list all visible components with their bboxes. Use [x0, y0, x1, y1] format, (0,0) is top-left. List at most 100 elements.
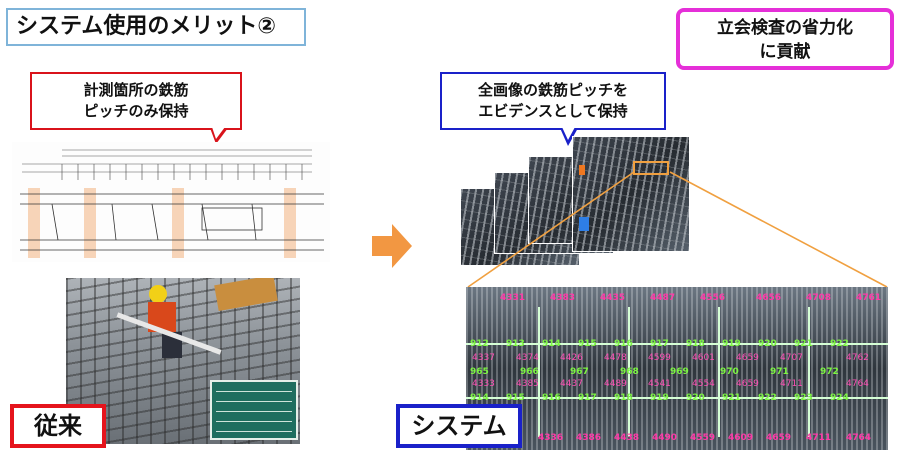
- rebar-drawing-svg: [20, 149, 324, 258]
- pitch-value: 914: [470, 393, 489, 403]
- conventional-callout: 計測箇所の鉄筋 ピッチのみ保持: [30, 72, 242, 130]
- pitch-value: 915: [578, 339, 597, 349]
- callout-tail-inner: [562, 127, 575, 140]
- pitch-id: 4374: [516, 353, 539, 363]
- system-label: システム: [396, 404, 522, 448]
- rebar-drawing: [12, 142, 330, 262]
- pitch-id: 4559: [690, 433, 716, 443]
- inspection-savings-badge: 立会検査の省力化 に貢献: [676, 8, 894, 70]
- pitch-value: 920: [758, 339, 777, 349]
- pitch-id: 4761: [856, 293, 882, 303]
- pitch-value: 915: [506, 393, 525, 403]
- pitch-id: 4656: [756, 293, 782, 303]
- pitch-value: 916: [542, 393, 561, 403]
- pitch-value: 924: [830, 393, 849, 403]
- pitch-value: 917: [578, 393, 597, 403]
- pitch-value: 971: [770, 367, 789, 377]
- zoom-selection-box: [633, 161, 669, 175]
- measure-line: [718, 307, 720, 437]
- worker-marker: [579, 217, 589, 231]
- highlight-band: [28, 188, 40, 258]
- rebar-texture: [466, 287, 888, 450]
- pitch-value: 967: [570, 367, 589, 377]
- pitch-value: 922: [758, 393, 777, 403]
- measure-line: [808, 307, 810, 437]
- pitch-value: 922: [830, 339, 849, 349]
- marker: [579, 165, 585, 175]
- pitch-value: 914: [542, 339, 561, 349]
- pitch-id: 4659: [736, 353, 759, 363]
- badge-line-1: 立会検査の省力化: [717, 18, 853, 38]
- pitch-value: 918: [686, 339, 705, 349]
- highlight-band: [284, 188, 296, 258]
- pitch-id: 4711: [806, 433, 832, 443]
- pitch-id: 4762: [846, 353, 869, 363]
- pitch-id: 4385: [516, 379, 539, 389]
- pitch-value: 912: [470, 339, 489, 349]
- pitch-id: 4554: [692, 379, 715, 389]
- stack-image-front: [572, 136, 690, 252]
- pitch-id: 4708: [806, 293, 832, 303]
- pitch-value: 965: [470, 367, 489, 377]
- pitch-id: 4331: [500, 293, 526, 303]
- measure-line: [466, 397, 888, 399]
- pitch-value: 968: [620, 367, 639, 377]
- pitch-id: 4599: [648, 353, 671, 363]
- pitch-id: 4333: [472, 379, 495, 389]
- measure-line: [538, 307, 540, 437]
- system-callout: 全画像の鉄筋ピッチを エビデンスとして保持: [440, 72, 666, 130]
- pitch-id: 4426: [560, 353, 583, 363]
- arrow-right-icon: [372, 224, 412, 268]
- pitch-id: 4609: [728, 433, 754, 443]
- conventional-callout-line-1: 計測箇所の鉄筋: [83, 81, 189, 99]
- pitch-value: 966: [520, 367, 539, 377]
- pitch-value: 923: [794, 393, 813, 403]
- conventional-callout-line-2: ピッチのみ保持: [83, 102, 189, 120]
- conventional-label: 従来: [10, 404, 106, 448]
- highlight-band: [84, 188, 96, 258]
- worker-figure: [116, 278, 278, 358]
- pitch-id: 4711: [780, 379, 803, 389]
- pitch-id: 4556: [700, 293, 726, 303]
- pitch-id: 4489: [604, 379, 627, 389]
- pitch-id: 4435: [600, 293, 626, 303]
- pitch-id: 4383: [550, 293, 576, 303]
- pitch-value: 920: [686, 393, 705, 403]
- measure-line: [628, 307, 630, 437]
- measure-line: [466, 343, 888, 345]
- system-callout-line-1: 全画像の鉄筋ピッチを: [477, 81, 628, 99]
- system-callout-line-2: エビデンスとして保持: [478, 102, 628, 120]
- pitch-id: 4337: [472, 353, 495, 363]
- pitch-id: 4764: [846, 379, 869, 389]
- pitch-value: 921: [722, 393, 741, 403]
- pitch-value: 972: [820, 367, 839, 377]
- pitch-id: 4601: [692, 353, 715, 363]
- pitch-id: 4490: [652, 433, 678, 443]
- pitch-id: 4487: [650, 293, 676, 303]
- pitch-id: 4478: [604, 353, 627, 363]
- pitch-id: 4764: [846, 433, 872, 443]
- pitch-value: 917: [650, 339, 669, 349]
- pitch-id: 4386: [576, 433, 602, 443]
- badge-line-2: に貢献: [759, 42, 811, 62]
- pitch-value: 918: [614, 393, 633, 403]
- zoomed-rebar-image: 4331 4383 4435 4487 4556 4656 4708 4761 …: [466, 287, 888, 450]
- highlight-band: [172, 188, 184, 258]
- slide-title: システム使用のメリット②: [6, 8, 306, 46]
- pitch-id: 4659: [736, 379, 759, 389]
- pitch-value: 969: [670, 367, 689, 377]
- pitch-id: 4437: [560, 379, 583, 389]
- pitch-value: 921: [794, 339, 813, 349]
- pitch-id: 4438: [614, 433, 640, 443]
- pitch-id: 4659: [766, 433, 792, 443]
- pitch-id: 4541: [648, 379, 671, 389]
- pitch-id: 4336: [538, 433, 564, 443]
- site-blackboard: [210, 380, 298, 440]
- callout-tail-inner: [212, 127, 225, 139]
- pitch-value: 913: [506, 339, 525, 349]
- pitch-value: 919: [722, 339, 741, 349]
- pitch-value: 916: [614, 339, 633, 349]
- pitch-id: 4707: [780, 353, 803, 363]
- pitch-value: 970: [720, 367, 739, 377]
